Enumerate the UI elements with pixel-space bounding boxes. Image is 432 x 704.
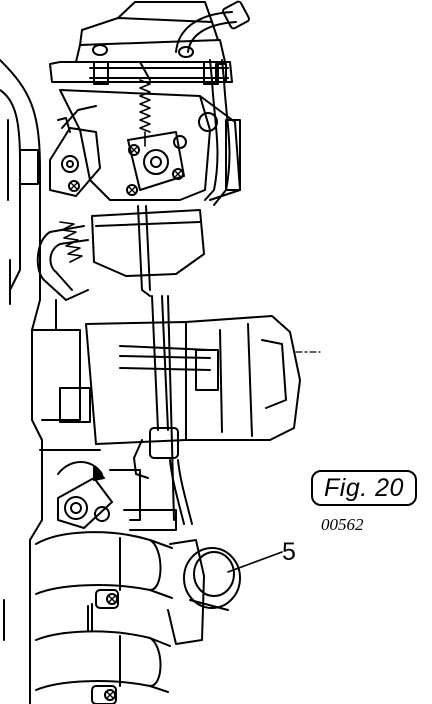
coolant-hose-lower [35, 630, 171, 693]
idle-spring [59, 221, 83, 263]
float-bowl [91, 205, 205, 297]
figure-label-box: Fig. 20 [311, 470, 417, 506]
throttle-lever [19, 105, 101, 197]
fuel-pipe [175, 0, 250, 206]
governor-rod [151, 295, 175, 521]
water-pump-outlet [167, 539, 241, 645]
callout-5: 5 [282, 538, 296, 566]
figure-code: 00562 [321, 515, 364, 534]
lower-linkage [109, 427, 193, 531]
throttle-spring [139, 79, 151, 147]
coolant-hose-upper [35, 531, 173, 599]
linkage-bar [89, 61, 229, 85]
adjusting-screw [57, 477, 113, 529]
hose-clamp-bolts [87, 589, 119, 704]
callout-5-leader [227, 551, 283, 573]
hose-bracket [36, 225, 89, 331]
figure-label: Fig. 20 [324, 473, 404, 502]
carburetor-body [59, 89, 241, 201]
air-filter-cover [49, 1, 233, 83]
pump-housing [39, 315, 321, 451]
rotation-arrow [57, 461, 105, 481]
